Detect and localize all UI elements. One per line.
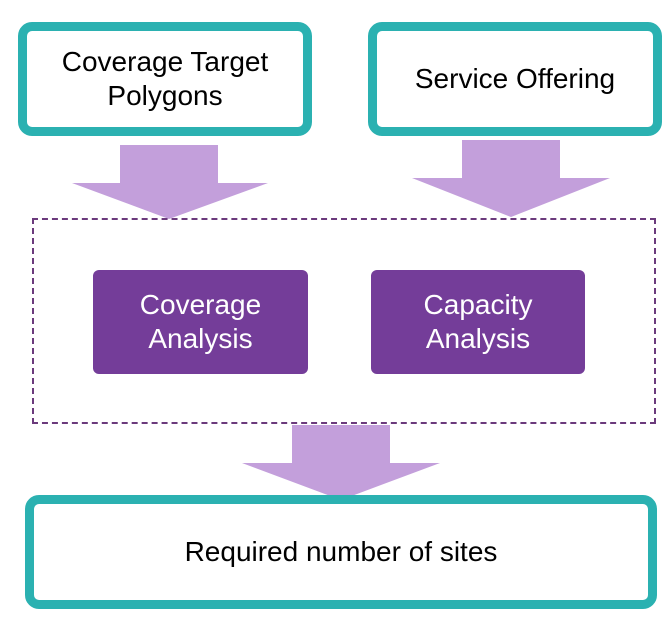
coverage-input-arrow	[72, 145, 268, 219]
service-offering-box: Service Offering	[368, 22, 662, 136]
capacity-analysis-label: Capacity Analysis	[423, 289, 533, 354]
coverage-analysis-label: Coverage Analysis	[139, 289, 262, 354]
service-input-arrow	[412, 140, 610, 217]
output-arrow	[242, 425, 440, 500]
service-offering-label: Service Offering	[414, 63, 616, 94]
required-number-of-sites-box: Required number of sites	[25, 495, 657, 609]
capacity-analysis-box: Capacity Analysis	[371, 270, 585, 374]
analysis-group-frame	[32, 218, 656, 424]
arrow-down-icon	[412, 140, 610, 217]
coverage-analysis-box: Coverage Analysis	[93, 270, 308, 374]
arrow-down-icon	[72, 145, 268, 219]
coverage-target-polygons-label: Coverage Target Polygons	[61, 46, 269, 111]
required-number-of-sites-label: Required number of sites	[184, 536, 498, 567]
coverage-target-polygons-box: Coverage Target Polygons	[18, 22, 312, 136]
arrow-down-icon	[242, 425, 440, 500]
